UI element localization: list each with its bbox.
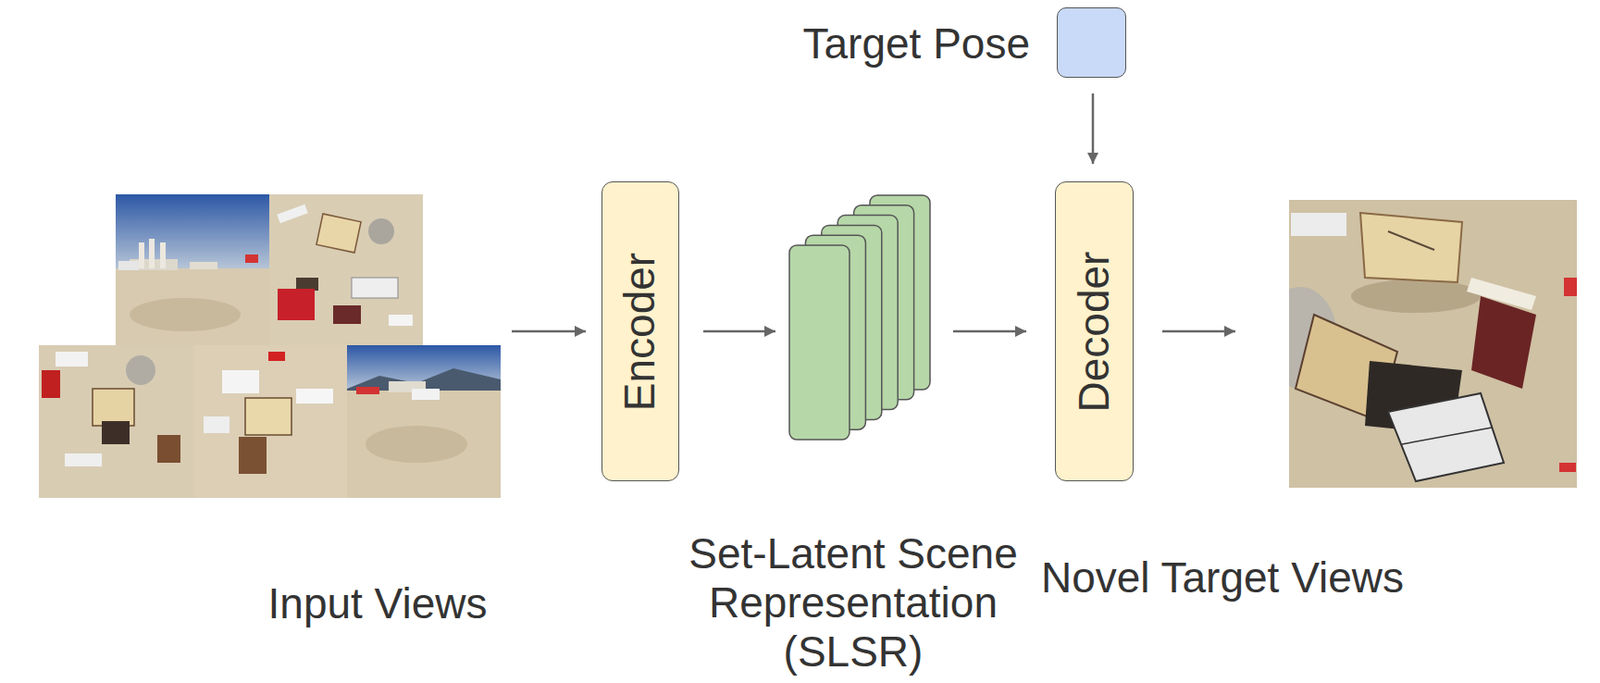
target-pose-box: Target Pose	[1056, 7, 1127, 78]
novel-view-render-part	[1466, 277, 1537, 311]
view-tile-part	[118, 260, 139, 271]
view-tile-part	[365, 425, 468, 463]
novel-view-render-part	[1290, 212, 1347, 236]
view-tile-part	[351, 277, 398, 298]
view-tile-part	[277, 288, 315, 321]
novel-view-render-part	[1289, 199, 1577, 488]
caption-label: Novel Target Views	[852, 553, 1593, 603]
view-tile-part	[55, 351, 88, 367]
view-tile-part	[316, 213, 361, 253]
encoder-box: Encoder	[601, 181, 680, 482]
view-tile-part	[189, 261, 218, 270]
view-tile-part	[296, 277, 319, 291]
view-tile-part	[245, 254, 259, 263]
text-holder: Encoder	[602, 182, 679, 481]
view-tile-part	[245, 397, 292, 435]
view-tile-part	[356, 386, 380, 395]
novel-view-render-part	[1559, 462, 1576, 472]
view-tile-part	[64, 453, 102, 467]
view-tile-part	[101, 421, 130, 445]
flow-arrow	[703, 330, 776, 334]
view-tile-part	[203, 416, 230, 434]
view-tile	[115, 194, 270, 348]
latent-card	[789, 245, 850, 440]
view-tile-part	[129, 297, 241, 332]
latent-cards	[788, 194, 931, 441]
view-tile-part	[222, 370, 260, 394]
input-views: Input Views	[38, 194, 501, 498]
novel-view-render-part	[1388, 393, 1504, 482]
novel-views: Novel Target Views	[1289, 199, 1577, 488]
novel-view-render-part	[1401, 427, 1492, 445]
flow-arrow	[1162, 330, 1236, 334]
view-tile-part	[268, 351, 286, 361]
block-label: Encoder	[616, 251, 666, 410]
caption-label: Target Pose	[803, 19, 1030, 69]
latent-stack: Set-Latent Scene Representation (SLSR)	[788, 194, 931, 441]
decoder-box: Decoder	[1054, 181, 1134, 482]
view-tile-part	[115, 268, 270, 348]
view-tile-part	[411, 388, 440, 400]
flow-arrow	[511, 330, 586, 334]
view-tile-part	[333, 305, 361, 324]
view-tile	[269, 194, 423, 348]
view-tile	[38, 345, 195, 498]
view-tile-part	[38, 345, 195, 498]
view-tile-part	[368, 218, 395, 245]
novel-view-render-part	[1388, 231, 1435, 250]
input-views-collage	[38, 194, 501, 498]
text-holder: Set-Latent Scene Representation (SLSR)	[635, 529, 1071, 677]
text-holder: Input Views	[7, 579, 748, 629]
novel-view-render-part	[1471, 296, 1537, 389]
view-tile-part	[138, 242, 145, 269]
view-tile-part	[125, 355, 156, 385]
text-holder: Decoder	[1055, 182, 1133, 481]
view-tile-part	[388, 314, 413, 326]
caption-label: Set-Latent Scene Representation (SLSR)	[635, 529, 1071, 677]
novel-view-render-part	[1360, 212, 1463, 283]
novel-view-render-part	[1563, 277, 1577, 297]
view-tile-part	[92, 388, 135, 426]
caption-label: Input Views	[7, 579, 748, 629]
novel-view-render	[1289, 199, 1577, 488]
view-tile-part	[115, 194, 270, 271]
text-holder: Target Pose	[803, 8, 1030, 79]
text-holder: Novel Target Views	[852, 553, 1593, 603]
view-tile-part	[269, 194, 423, 348]
block-label: Decoder	[1069, 250, 1119, 412]
view-tile-part	[238, 436, 267, 474]
view-tile-part	[148, 238, 155, 269]
novel-view-render-part	[1351, 279, 1481, 313]
view-tile	[347, 345, 501, 498]
view-tile	[194, 345, 348, 498]
flow-arrow	[1091, 93, 1095, 164]
view-tile-part	[157, 434, 181, 463]
view-tile-part	[296, 388, 334, 404]
view-tile-part	[41, 370, 61, 398]
view-tile-part	[347, 390, 501, 498]
view-tile-part	[276, 204, 308, 224]
view-tile-part	[160, 242, 166, 269]
flow-arrow	[953, 330, 1027, 334]
view-tile-part	[194, 345, 348, 498]
